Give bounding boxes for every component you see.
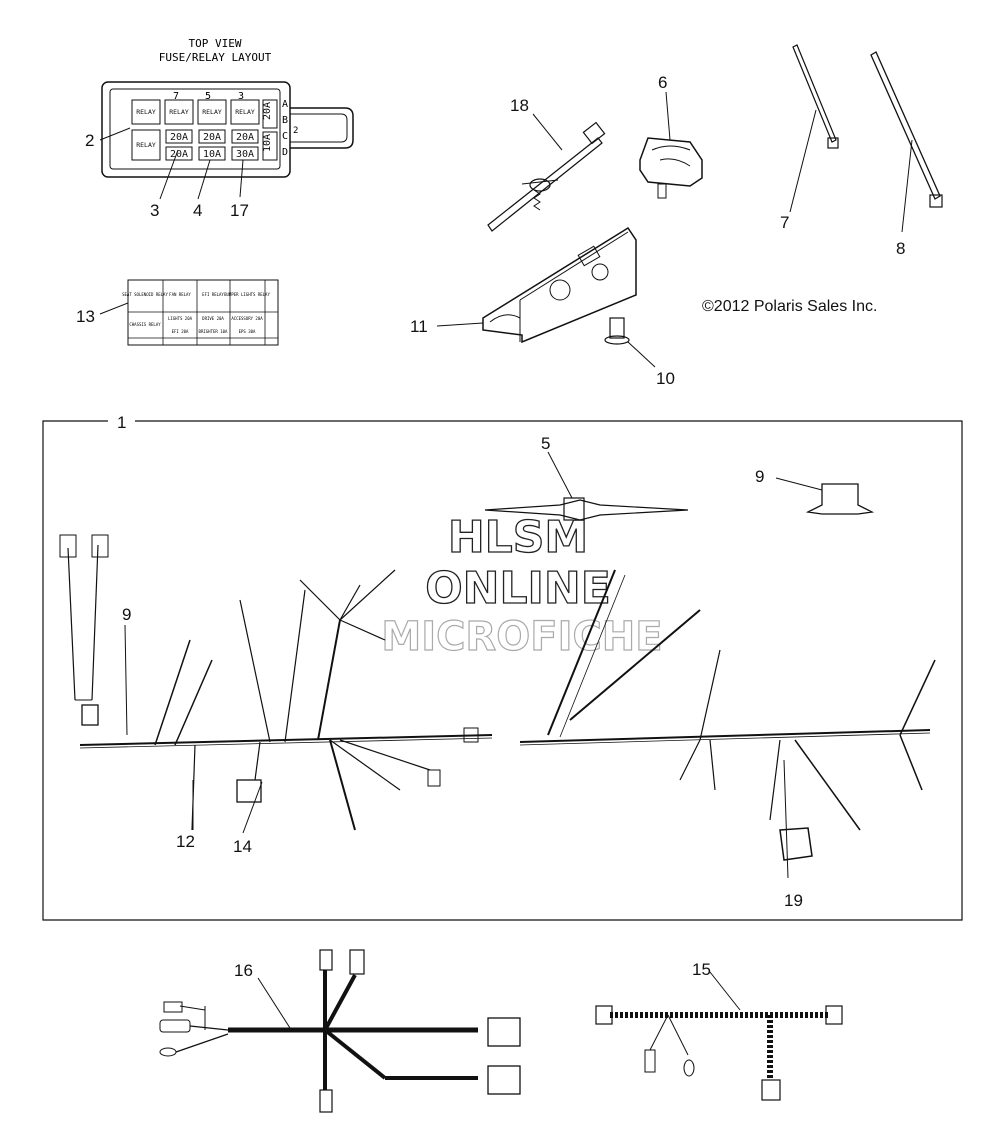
relay-label: RELAY [136,141,156,149]
callout-18: 18 [510,96,529,115]
watermark-line-1: HLSM [448,512,588,563]
callout-3: 3 [150,201,159,220]
mounting-bracket [436,226,637,344]
watermark-line-2: ONLINE [425,563,611,614]
fuse-decal: SEAT SOLENOID RELAY FAN RELAY EFI RELAY … [99,279,279,346]
decal-cell: BUMPER LIGHTS RELAY [224,292,270,297]
callout-9-clip: 9 [755,467,764,486]
long-cable-tie-8 [870,51,943,233]
watermark-line-3: MICROFICHE [381,614,662,660]
connector-cap [639,91,703,199]
column-number-5: 5 [205,91,211,102]
left-wire-harness [59,534,493,834]
wire-harness-15 [595,971,843,1101]
fuse-layout-title-1: TOP VIEW [189,37,242,50]
fuse-layout-title-2: FUSE/RELAY LAYOUT [159,51,272,64]
column-number-7: 7 [173,91,179,102]
fuse-value: 20A [236,132,254,143]
callout-16: 16 [234,961,253,980]
decal-cell: EPS 30A [239,329,256,334]
decal-cell: ACCESSORY 20A [231,316,263,321]
row-letter-b: B [282,115,288,126]
callout-5: 5 [541,434,550,453]
callout-2: 2 [85,131,94,150]
callout-19: 19 [784,891,803,910]
long-cable-tie-7 [789,44,839,213]
side-number: 2 [293,126,298,136]
column-number-3: 3 [238,91,244,102]
fuse-value: 30A [236,149,254,160]
push-rivet [604,317,656,368]
callout-10: 10 [656,369,675,388]
decal-cell: FAN RELAY [169,292,191,297]
decal-cell: BRIGHTER 10A [199,329,228,334]
harness-clip [775,477,875,515]
fuse-value: 10A [203,149,221,160]
cable-tie-with-clip [487,113,606,232]
side-fuse-bottom: 10A [262,134,273,152]
decal-cell: DRIVE 20A [202,316,224,321]
callout-15: 15 [692,960,711,979]
row-letter-c: C [282,131,288,142]
callout-7: 7 [780,213,789,232]
relay-label: RELAY [235,108,255,116]
row-letter-d: D [282,147,288,158]
fuse-value: 20A [203,132,221,143]
decal-cell: LIGHTS 20A [168,316,193,321]
side-fuse-top: 20A [262,102,273,120]
callout-12: 12 [176,832,195,851]
right-wire-harness [519,569,936,879]
callout-17: 17 [230,201,249,220]
callout-6: 6 [658,73,667,92]
inline-connector [484,451,689,521]
fuse-value: 20A [170,149,188,160]
wire-harness-16 [159,949,521,1113]
decal-cell: CHASSIS RELAY [129,322,161,327]
callout-1: 1 [117,413,126,432]
callout-14: 14 [233,837,252,856]
callout-4: 4 [193,201,202,220]
relay-label: RELAY [136,108,156,116]
copyright-text: ©2012 Polaris Sales Inc. [702,298,877,315]
relay-label: RELAY [169,108,189,116]
callout-8: 8 [896,239,905,258]
fuse-relay-box: TOP VIEW FUSE/RELAY LAYOUT 7 5 3 RELAY R… [99,37,354,200]
main-harness-frame [42,420,963,921]
relay-label: RELAY [202,108,222,116]
decal-cell: EFI 20A [172,329,189,334]
decal-cell: EFI RELAY [202,292,224,297]
callout-13: 13 [76,307,95,326]
row-letter-a: A [282,99,288,110]
callout-11: 11 [410,317,428,336]
callout-9-left: 9 [122,605,131,624]
decal-cell: SEAT SOLENOID RELAY [122,292,168,297]
fuse-value: 20A [170,132,188,143]
